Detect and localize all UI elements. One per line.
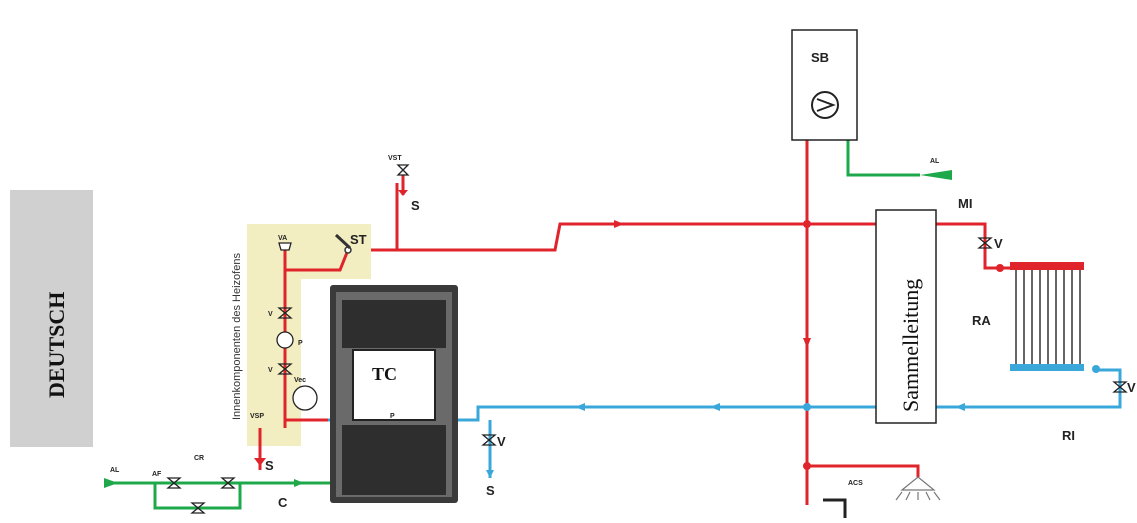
v-label: V <box>268 367 273 374</box>
inner-symbols <box>166 164 1128 514</box>
manifold: Sammelleitung <box>875 209 937 424</box>
stove: TC P <box>330 285 458 503</box>
v-label: V <box>268 311 273 318</box>
al-arrow-icon <box>920 170 952 180</box>
radiator-icon <box>1010 262 1084 371</box>
stove-p-label: P <box>390 413 395 420</box>
pump-icon <box>811 91 839 119</box>
supply-lines <box>104 140 920 510</box>
language-tab: DEUTSCH <box>10 190 93 447</box>
al-arrow-icon <box>104 478 118 488</box>
shower-icon <box>895 476 941 501</box>
stove-label: TC <box>372 364 397 384</box>
tap-icon <box>823 498 847 518</box>
mi-label: MI <box>958 196 972 211</box>
va-label: VA <box>278 235 287 242</box>
vst-label: VST <box>388 155 402 162</box>
manifold-label: Sammelleitung <box>898 279 923 412</box>
flow-arrow-icon <box>294 479 304 487</box>
v-label: V <box>994 236 1003 251</box>
s-label: S <box>486 483 495 498</box>
af-label: AF <box>152 471 162 478</box>
st-label: ST <box>350 232 367 247</box>
c-label: C <box>278 495 288 510</box>
acs-label: ACS <box>848 480 863 487</box>
ra-label: RA <box>972 313 991 328</box>
al-label: AL <box>930 158 940 165</box>
s-label: S <box>411 198 420 213</box>
vsp-label: VSP <box>250 413 264 420</box>
sb-label: SB <box>811 50 829 65</box>
vec-label: Vec <box>294 377 306 384</box>
ri-label: RI <box>1062 428 1075 443</box>
sb-unit: SB <box>791 29 858 141</box>
inner-components-caption: Innenkomponenten des Heizofens <box>231 253 243 420</box>
s-label: S <box>265 458 274 473</box>
language-tab-label: DEUTSCH <box>44 292 69 398</box>
al-label: AL <box>110 467 120 474</box>
p-label: P <box>298 340 303 347</box>
v-label: V <box>497 434 506 449</box>
v-label: V <box>1127 380 1136 395</box>
cr-label: CR <box>194 455 204 462</box>
